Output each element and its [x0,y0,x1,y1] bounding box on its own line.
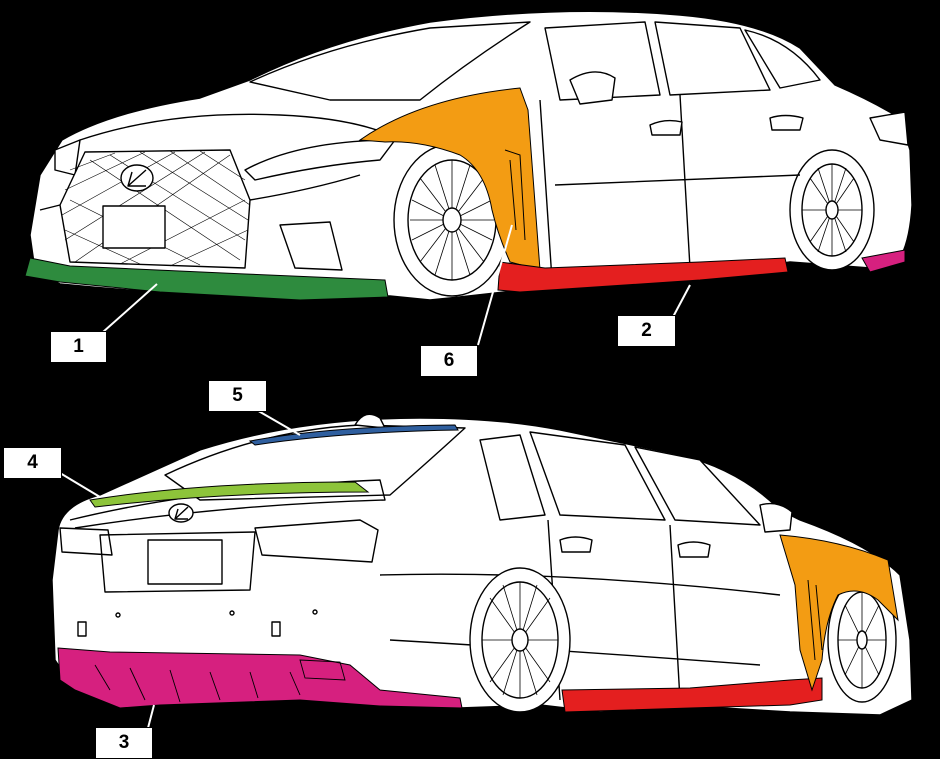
rear-car-side-window-2 [529,431,666,521]
callout-3: 3 [95,727,153,759]
callout-5-label: 5 [232,385,243,406]
callout-leaders [59,224,691,729]
front-fender-rear-view [779,534,899,692]
rear-reflector-left [77,621,87,637]
front-car-mirror [569,71,616,105]
front-car-hood-line [79,113,391,141]
side-skirt-front [497,257,789,293]
lexus-emblem-rear-mark [174,506,189,520]
rear-car-front-wheel [827,577,897,703]
rear-diffuser-fins [94,659,346,703]
front-car-door-handle-2 [769,114,804,131]
callout-5: 5 [208,380,267,412]
rear-reflector-right [271,621,281,637]
rear-car-side-window-1 [479,434,546,521]
rear-car-tail-light-right [254,519,379,563]
rear-diffuser [57,647,463,709]
rear-sensor-1 [115,612,121,618]
callout-2: 2 [617,315,676,347]
front-car-bumper-side [39,174,361,211]
callout-4-label: 4 [27,452,38,473]
callout-6-label: 6 [443,350,455,371]
rear-diffuser-front-view [861,249,906,273]
rear-car-plate-recess [99,531,256,593]
rear-car-antenna [354,413,386,429]
rear-car-door-handle-1 [559,536,593,553]
rear-car-tail-light-left [59,527,113,556]
leader-1 [102,283,158,333]
front-car-door-handle-1 [649,119,683,136]
callout-3-label: 3 [118,732,130,753]
roof-spoiler [248,424,459,446]
front-car-side-window-2 [654,21,771,96]
rear-sensor-2 [229,610,235,616]
leader-6 [477,224,513,346]
rear-car-rear-wheel [469,567,571,713]
front-car-headlight [244,139,396,181]
trunk-spoiler [89,481,370,508]
leader-3 [147,704,155,729]
rear-car [51,413,913,716]
leader-4 [59,472,101,498]
callout-1: 1 [50,331,107,363]
front-fender [358,87,541,271]
rear-car-side-window-3 [634,446,761,526]
callout-2-label: 2 [641,320,652,341]
front-car-tail-light [869,111,909,146]
front-car-rear-window [744,29,821,89]
front-car-rear-wheel [789,149,875,271]
front-fender-vent [504,149,526,241]
rear-sensor-3 [312,609,318,615]
front-fender-rear-view-vent [807,579,823,661]
side-skirt-rear-view [561,677,823,713]
rear-car-door-handle-2 [677,541,711,558]
rear-license-plate [147,539,223,585]
callout-1-label: 1 [73,336,84,357]
front-car-fog-light [279,221,343,271]
rear-car-mirror [759,502,793,533]
leader-5 [254,408,301,436]
leader-2 [672,284,691,318]
front-lip-spoiler [24,257,389,301]
callout-4: 4 [3,447,62,479]
callout-6: 6 [420,345,478,377]
lexus-emblem-front-mark [127,169,147,187]
front-car-windshield [249,21,531,101]
front-license-plate [102,205,166,249]
